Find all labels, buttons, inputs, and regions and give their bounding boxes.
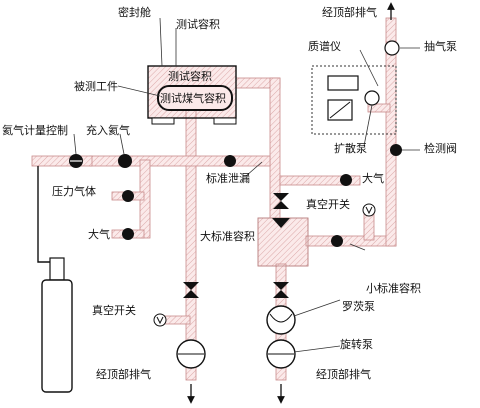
label-exhaust-top: 经顶部排气	[322, 6, 377, 19]
rotary-pump-icon	[266, 339, 296, 369]
label-atmosphere-left: 大气	[88, 228, 110, 241]
label-pressure-gas: 压力气体	[52, 185, 96, 198]
valves	[69, 144, 402, 298]
valve-fill-he-icon[interactable]	[118, 154, 132, 168]
label-mass-spec: 质谱仪	[308, 40, 341, 53]
pipe-exhaust-top	[385, 17, 397, 43]
label-vacuum-switch-right: 真空开关	[306, 198, 350, 211]
valve-pump-line-icon[interactable]	[273, 282, 289, 298]
label-he-flow-control: 氦气计量控制	[2, 124, 68, 137]
helium-cylinder	[37, 166, 73, 393]
left-pump-icon	[176, 339, 206, 369]
label-small-std-volume: 小标准容积	[366, 282, 421, 295]
valve-big-volume-icon[interactable]	[272, 218, 290, 228]
label-fill-he: 充入氦气	[86, 124, 130, 137]
label-large-std-volume: 大标准容积	[200, 230, 255, 243]
valve-atmosphere-right-icon[interactable]	[340, 174, 352, 186]
pump-out-icon	[384, 40, 400, 56]
label-workpiece: 被测工件	[74, 80, 118, 93]
exhaust-arrows	[187, 2, 395, 404]
valve-check-icon[interactable]	[390, 144, 402, 156]
label-rotary-pump: 旋转泵	[340, 338, 373, 351]
valve-chamber-exit-icon[interactable]	[273, 193, 289, 209]
label-exhaust-bottom-right: 经顶部排气	[316, 368, 371, 381]
valve-small-volume-icon[interactable]	[331, 235, 343, 247]
label-sealed-chamber: 密封舱	[118, 6, 151, 19]
pipe-main-horizontal	[89, 155, 271, 167]
diffusion-pump-icon	[364, 90, 380, 106]
vacuum-switch-right-icon	[362, 203, 376, 217]
label-exhaust-bottom-left: 经顶部排气	[96, 368, 151, 381]
label-check-valve: 检测阀	[424, 142, 457, 155]
coal-volume-capsule	[157, 85, 233, 111]
valve-std-leak-icon[interactable]	[224, 155, 236, 167]
label-atmosphere-right: 大气	[362, 172, 384, 185]
label-diffusion-pump: 扩散泵	[334, 142, 367, 155]
roots-pump-icon	[266, 305, 296, 335]
leader-lines	[73, 17, 420, 353]
pipe-mass-spec	[367, 103, 391, 113]
valve-he-icon[interactable]	[69, 154, 83, 168]
valve-pressure-gas-icon[interactable]	[122, 190, 134, 202]
pipe-right-vertical	[385, 39, 397, 247]
pipe-he-inlet	[31, 155, 93, 167]
pipe-left-vertical	[185, 103, 197, 381]
label-test-volume-inner: 测试容积	[168, 70, 212, 83]
label-standard-leak: 标准泄漏	[206, 172, 250, 185]
label-test-volume: 测试容积	[176, 18, 220, 31]
mass-spec-box	[311, 40, 400, 135]
valve-atmosphere-left-icon[interactable]	[122, 228, 134, 240]
pipe-atmosphere-right	[279, 175, 361, 186]
vacuum-switch-left-icon	[153, 313, 167, 327]
sealed-chamber-outline	[147, 65, 237, 119]
valve-left-lower-icon[interactable]	[183, 282, 199, 298]
label-pump-out: 抽气泵	[424, 40, 457, 53]
label-coal-volume: 测试煤气容积	[160, 92, 226, 105]
label-roots-pump: 罗茨泵	[342, 300, 375, 313]
label-vacuum-switch-left: 真空开关	[92, 304, 136, 317]
